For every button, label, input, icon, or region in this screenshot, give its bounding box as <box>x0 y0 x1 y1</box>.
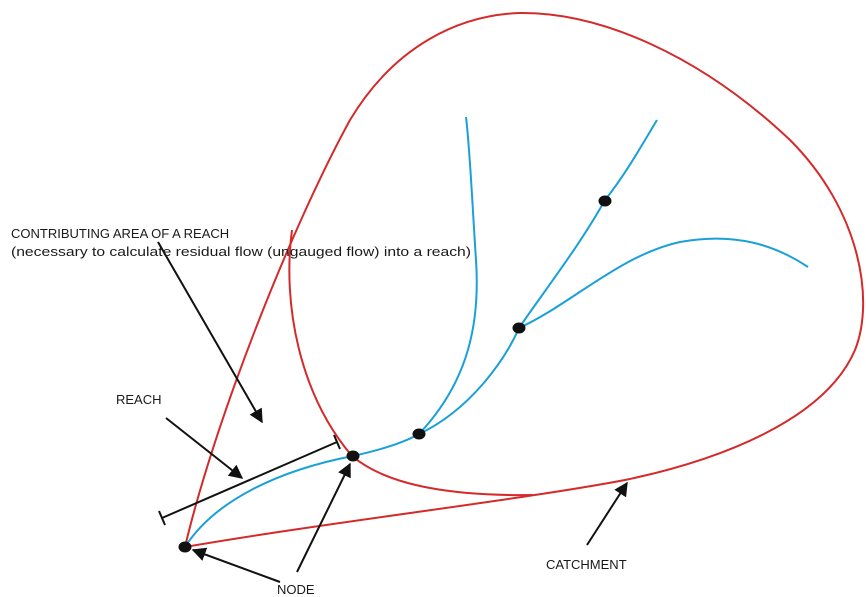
contributing-area-title: CONTRIBUTING AREA OF A REACH <box>11 226 229 241</box>
reach-label: REACH <box>116 392 162 407</box>
node-outlet <box>178 541 192 553</box>
node-confluence-east <box>512 322 526 334</box>
node-reach-end <box>346 450 360 462</box>
contributing-area-boundary <box>288 229 534 497</box>
reach-arrow <box>165 417 244 479</box>
reach-dimension-bar <box>158 434 341 526</box>
catchment-boundary <box>183 11 865 549</box>
contributing-area-arrow <box>157 241 263 424</box>
river-tributary-east <box>518 237 809 329</box>
node-upstream <box>598 195 612 207</box>
catchment-label: CATCHMENT <box>546 557 627 572</box>
node-arrow-reach-end <box>296 462 351 573</box>
node-label: NODE <box>277 582 315 597</box>
river-tributary-west <box>418 116 478 435</box>
node-confluence-west <box>412 428 426 440</box>
node-arrow-outlet <box>191 547 281 583</box>
river-main-channel <box>184 119 658 548</box>
catchment-arrow <box>586 481 628 546</box>
contributing-area-note: (necessary to calculate residual flow (u… <box>11 245 471 259</box>
